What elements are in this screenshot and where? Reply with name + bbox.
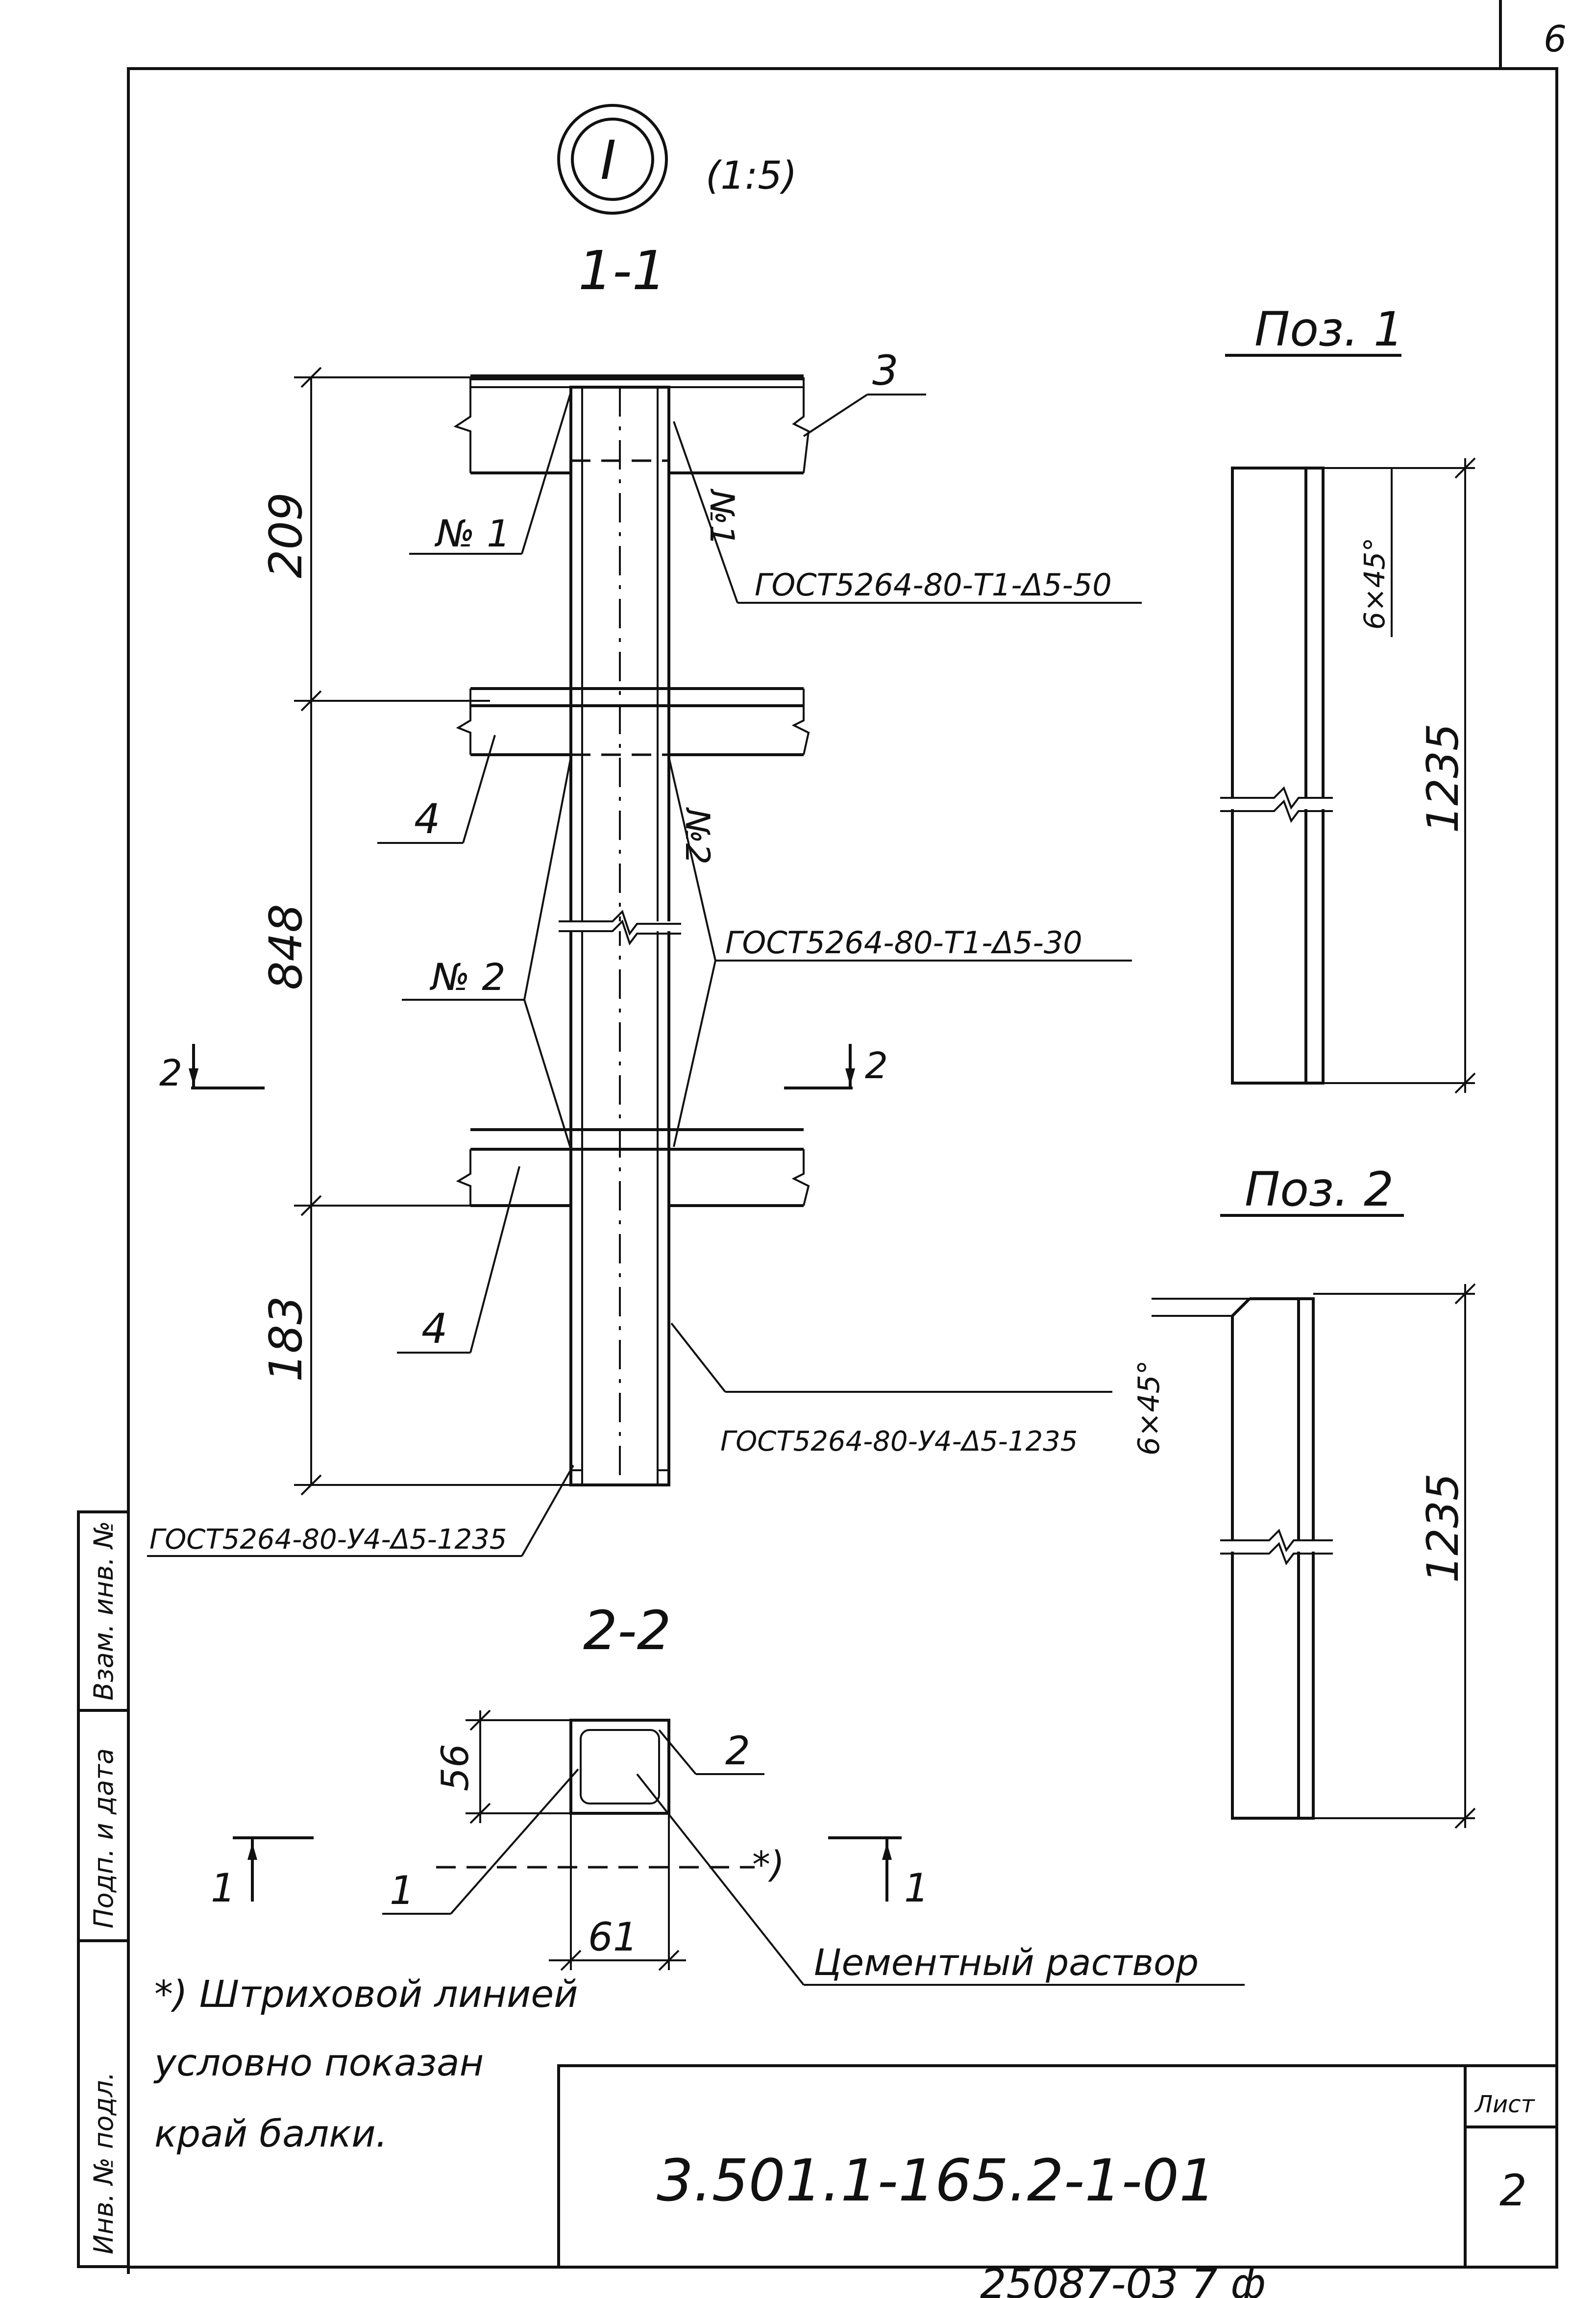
section-1-1-title: 1-1 [578, 239, 666, 302]
pos2-chamfer: 6×45° [1132, 1360, 1166, 1456]
weld-n2-left: № 2 [429, 955, 506, 999]
section-2-2-dims [466, 1709, 686, 1971]
lower-beam-flange [456, 1128, 810, 1207]
column-elevation [559, 386, 681, 1486]
asterisk-marker: *) [752, 1844, 785, 1886]
view-marker [557, 104, 668, 215]
callout-1: 1 [390, 1868, 415, 1913]
weld-n1-right: №1 [702, 488, 741, 546]
sheet-number: 2 [1499, 2165, 1527, 2216]
pos1-title: Поз. 1 [1254, 302, 1403, 357]
pos2-bar [1152, 1283, 1476, 1829]
cut-1-left-label: 1 [211, 1865, 236, 1911]
dim-183: 183 [260, 1296, 312, 1382]
pos2-length: 1235 [1418, 1473, 1468, 1583]
cement-mortar-label: Цементный раствор [813, 1942, 1199, 1984]
weld-n2-right: №2 [678, 807, 716, 865]
gost-note-lower: ГОСТ5264-80-У4-Δ5-1235 [720, 1426, 1078, 1458]
cut-label-left: 2 [159, 1052, 182, 1094]
section-2-2-profile [569, 1719, 670, 1815]
note-line-3: край балки. [154, 2112, 388, 2155]
sheet-corner-number: 6 [1544, 18, 1567, 60]
stamp-cell-signature: Подп. и дата [88, 1748, 119, 1928]
callout-2: 2 [725, 1728, 750, 1774]
cut-mark-1-1 [233, 1836, 902, 1902]
callout-leaders-1-1 [147, 392, 1142, 1557]
title-block [557, 2064, 1558, 2269]
sheet-label: Лист [1474, 2091, 1536, 2118]
dim-209: 209 [260, 492, 312, 578]
stamp-cell-replacement: Взам. инв. № [88, 1521, 119, 1701]
middle-beam-flange [456, 687, 810, 756]
view-scale: (1:5) [706, 154, 797, 198]
cut-mark-2-2 [189, 1044, 855, 1089]
gost-note-bottom-left: ГОСТ5264-80-У4-Δ5-1235 [149, 1524, 507, 1556]
section-2-2-leaders [382, 1729, 1245, 1986]
cut-1-right-label: 1 [904, 1865, 929, 1911]
top-plate [453, 374, 810, 474]
cut-label-right: 2 [865, 1045, 888, 1087]
gost-note-top: ГОСТ5264-80-Т1-Δ5-50 [755, 567, 1112, 603]
pos1-bar [1220, 457, 1476, 1094]
callout-pos3: 3 [872, 346, 898, 395]
callout-pos4-upper: 4 [414, 795, 440, 843]
dim-848: 848 [260, 904, 312, 990]
dim-56: 56 [433, 1744, 477, 1791]
note-line-2: условно показан [153, 2041, 484, 2084]
view-label: I [600, 129, 616, 192]
pos2-title: Поз. 2 [1245, 1162, 1394, 1217]
note-line-1: *) Штриховой линией [154, 1972, 578, 2016]
gost-note-middle: ГОСТ5264-80-Т1-Δ5-30 [725, 925, 1082, 961]
dim-61: 61 [588, 1914, 638, 1960]
weld-n1-left: № 1 [434, 512, 511, 555]
stamp-cell-inventory: Инв. № подл. [88, 2072, 119, 2254]
document-number: 3.501.1-165.2-1-01 [657, 2147, 1216, 2214]
callout-pos4-lower: 4 [421, 1305, 447, 1353]
pos1-chamfer: 6×45° [1358, 538, 1391, 630]
dimension-chain-1-1 [294, 367, 571, 1496]
pos1-length: 1235 [1418, 723, 1468, 833]
left-stamp-strip [77, 1510, 130, 2268]
section-2-2-title: 2-2 [583, 1599, 671, 1662]
footer-code: 25087-03 7 ф [980, 2260, 1266, 2298]
